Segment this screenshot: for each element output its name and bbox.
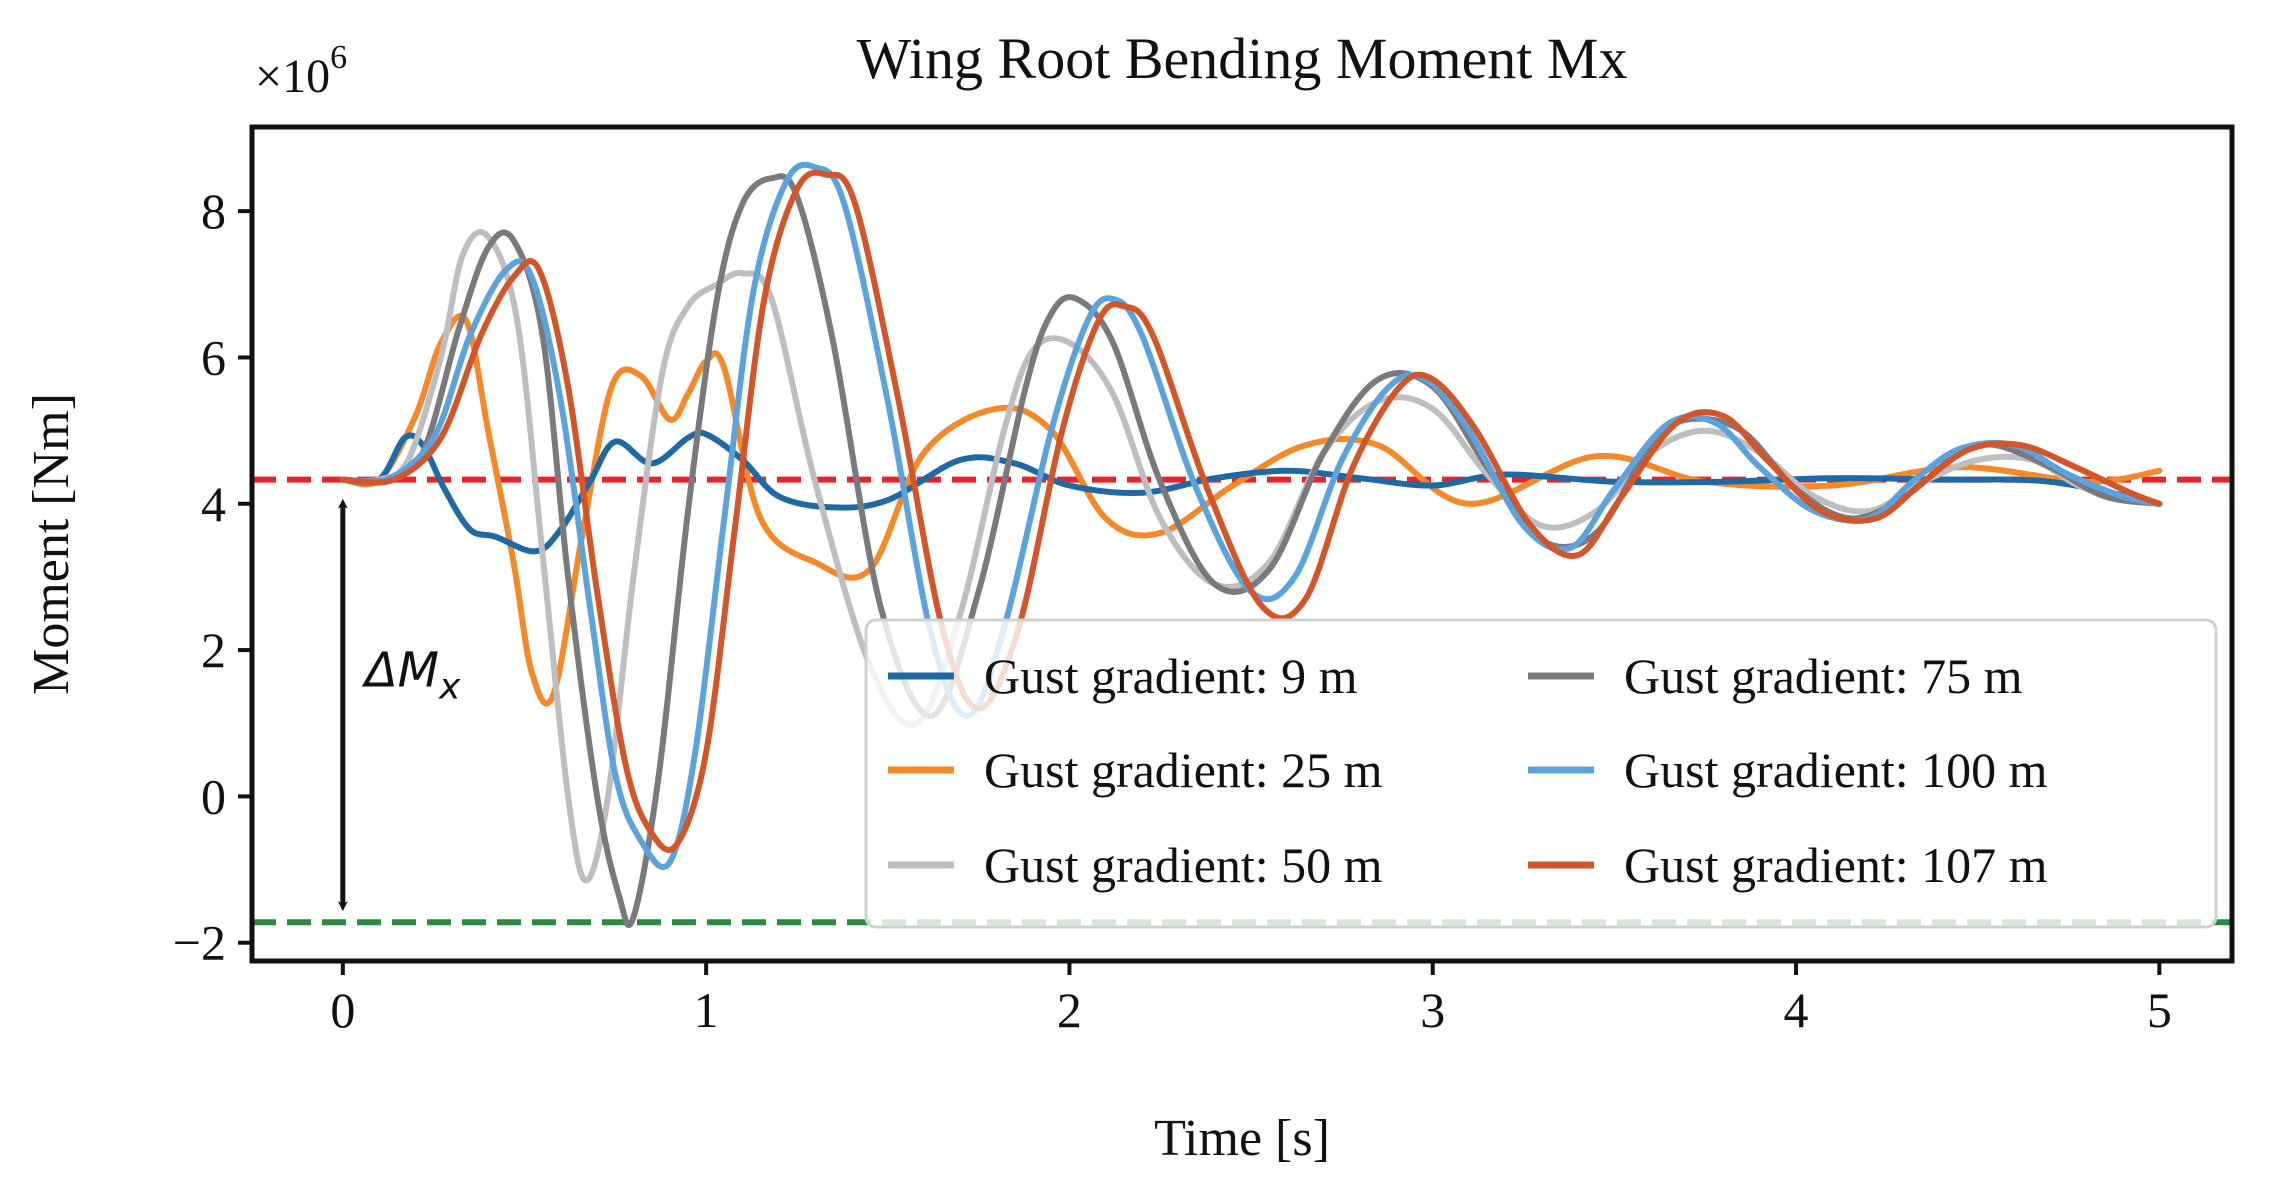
legend-label-5: Gust gradient: 107 m xyxy=(1624,837,2048,893)
y-tick-label-5: 8 xyxy=(201,183,226,239)
legend-label-4: Gust gradient: 100 m xyxy=(1624,742,2048,798)
y-tick-label-3: 4 xyxy=(201,476,226,532)
y-axis-label: Moment [Nm] xyxy=(23,393,80,695)
y-multiplier-exponent: 6 xyxy=(330,39,347,76)
chart-title: Wing Root Bending Moment Mx xyxy=(857,26,1628,91)
x-tick-label-5: 5 xyxy=(2147,982,2172,1038)
delta-annotation: ΔMx xyxy=(337,498,461,912)
y-tick-label-2: 2 xyxy=(201,622,226,678)
series-line-2 xyxy=(339,229,2163,884)
series-line-0 xyxy=(339,429,2163,555)
legend-label-0: Gust gradient: 9 m xyxy=(984,648,1358,704)
x-tick-label-0: 0 xyxy=(330,982,355,1038)
x-axis-label: Time [s] xyxy=(1154,1110,1330,1167)
legend-label-2: Gust gradient: 50 m xyxy=(984,837,1383,893)
x-axis: 0 1 2 3 4 5 xyxy=(330,961,2172,1038)
x-tick-label-3: 3 xyxy=(1420,982,1445,1038)
y-tick-label-4: 6 xyxy=(201,329,226,385)
plot-frame xyxy=(249,124,2235,964)
y-axis: −2 0 2 4 6 8 xyxy=(173,183,252,971)
legend: Gust gradient: 9 m Gust gradient: 25 m Gus… xyxy=(864,618,2218,929)
delta-label: ΔMx xyxy=(361,643,461,708)
delta-label-subscript: x xyxy=(438,667,461,708)
x-tick-label-4: 4 xyxy=(1784,982,1809,1038)
delta-label-base: ΔM xyxy=(361,643,439,699)
x-tick-label-1: 1 xyxy=(694,982,719,1038)
y-multiplier-label: ×106 xyxy=(255,39,347,103)
legend-label-1: Gust gradient: 25 m xyxy=(984,742,1383,798)
series-line-5 xyxy=(339,169,2163,853)
legend-label-3: Gust gradient: 75 m xyxy=(1624,648,2023,704)
y-tick-label-0: −2 xyxy=(173,915,226,971)
y-multiplier-base: ×10 xyxy=(255,50,330,103)
y-tick-label-1: 0 xyxy=(201,768,226,824)
x-tick-label-2: 2 xyxy=(1057,982,1082,1038)
series-lines xyxy=(339,161,2163,928)
series-line-4 xyxy=(339,161,2163,870)
